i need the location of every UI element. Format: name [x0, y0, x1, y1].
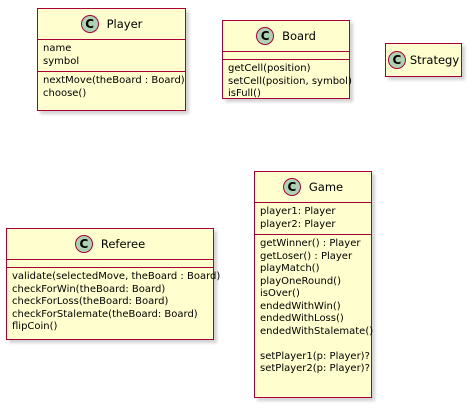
- attributes-section: [7, 259, 213, 267]
- method: playMatch(): [260, 263, 320, 274]
- class-name: Strategy: [409, 53, 460, 67]
- class-circle-icon: C: [282, 178, 301, 196]
- class-name: Game: [308, 180, 344, 194]
- class-header: C Referee: [7, 229, 213, 259]
- method: nextMove(theBoard : Board): [43, 75, 185, 86]
- attributes-section: [223, 51, 349, 59]
- method: checkForWin(theBoard: Board): [12, 283, 166, 295]
- method: setCell(position, symbol): [228, 75, 352, 87]
- methods-section: getWinner() : Player getLoser() : Player…: [255, 234, 374, 379]
- class-name: Player: [106, 17, 143, 31]
- class-header: C Board: [223, 21, 349, 51]
- method: validate(selectedMove, theBoard : Board): [12, 271, 221, 282]
- methods-section: nextMove(theBoard : Board) choose(): [38, 71, 185, 103]
- method: setPlayer2(p: Player)?: [260, 363, 370, 374]
- methods-section: getCell(position) setCell(position, symb…: [223, 59, 352, 104]
- attribute: player2: Player: [260, 218, 336, 230]
- class-circle-icon: C: [80, 15, 99, 33]
- method: endedWithLoss(): [260, 313, 344, 324]
- class-game: C Game player1: Player player2: Player g…: [254, 171, 374, 398]
- method: setPlayer1(p: Player)?: [260, 350, 370, 362]
- attributes-section: player1: Player player2: Player: [255, 202, 371, 234]
- attribute: symbol: [43, 55, 80, 67]
- attribute: name: [43, 43, 72, 54]
- class-player: C Player name symbol nextMove(theBoard :…: [37, 8, 186, 111]
- method: getLoser() : Player: [260, 250, 353, 262]
- class-circle-icon: C: [256, 27, 275, 45]
- attribute: player1: Player: [260, 206, 336, 217]
- attributes-section: name symbol: [38, 39, 185, 71]
- class-name: Board: [282, 29, 316, 43]
- method: playOneRound(): [260, 275, 341, 287]
- method: endedWithStalemate(): [260, 325, 374, 337]
- class-board: C Board getCell(position) setCell(positi…: [222, 20, 352, 99]
- method: checkForLoss(theBoard: Board): [12, 296, 169, 307]
- method: checkForStalemate(theBoard: Board): [12, 308, 198, 320]
- methods-section: validate(selectedMove, theBoard : Board)…: [7, 267, 221, 337]
- class-referee: C Referee validate(selectedMove, theBoar…: [6, 228, 221, 340]
- method: endedWithWin(): [260, 300, 341, 312]
- class-header: C Game: [255, 172, 371, 202]
- method-spacer: [260, 338, 366, 351]
- method: getCell(position): [228, 63, 311, 74]
- class-circle-icon: C: [387, 51, 406, 69]
- method: flipCoin(): [12, 321, 58, 332]
- method: getWinner() : Player: [260, 238, 361, 249]
- method: choose(): [43, 87, 87, 99]
- class-strategy: C Strategy: [385, 43, 462, 77]
- class-header: C Strategy: [386, 44, 461, 76]
- class-header: C Player: [38, 9, 185, 39]
- method: isFull(): [228, 88, 261, 99]
- class-name: Referee: [100, 237, 146, 251]
- class-circle-icon: C: [74, 235, 93, 253]
- method: isOver(): [260, 288, 300, 299]
